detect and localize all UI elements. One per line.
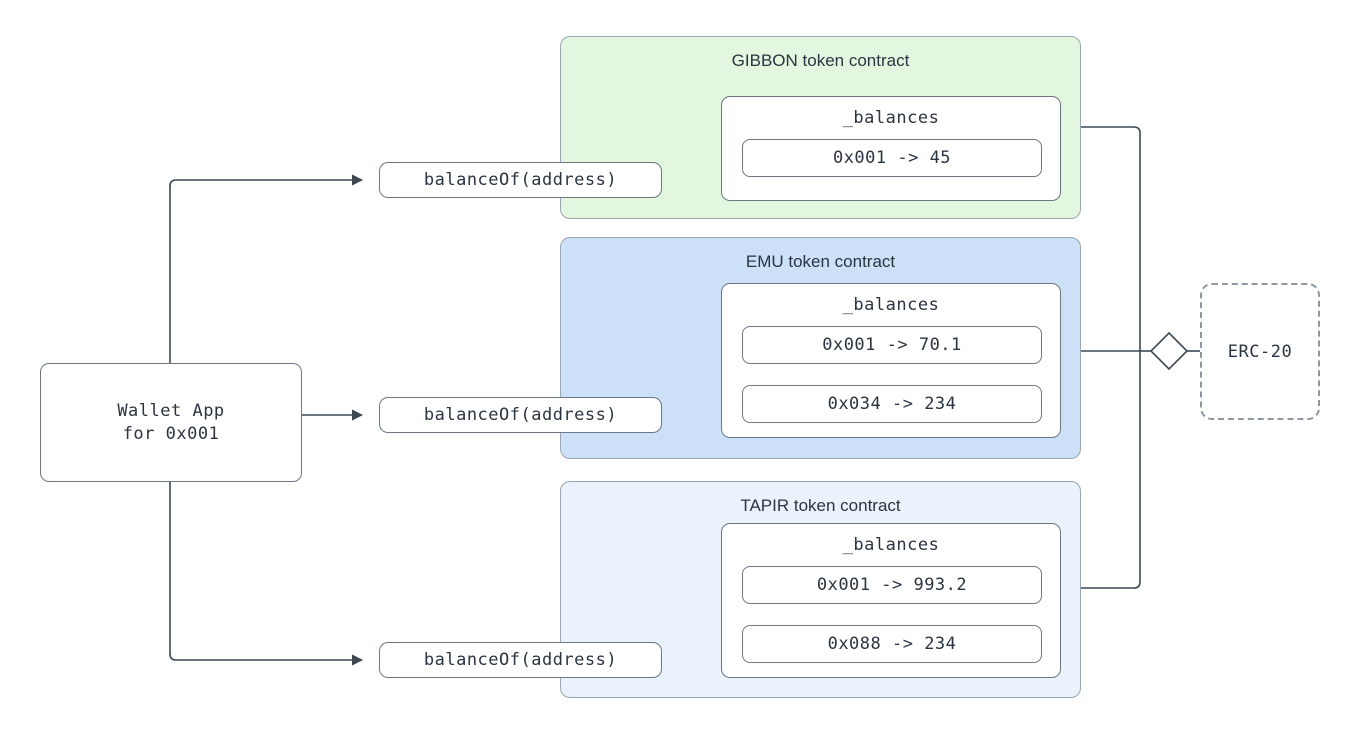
wire-gibbon-to-standard bbox=[1081, 126, 1141, 351]
contract-title-gibbon: GIBBON token contract bbox=[731, 51, 910, 70]
balance-entry[interactable]: 0x088 -> 234 bbox=[742, 625, 1042, 663]
erc20-standard-node[interactable]: ERC-20 bbox=[1200, 283, 1320, 420]
contract-title-tapir: TAPIR token contract bbox=[740, 496, 901, 515]
balances-mapping-gibbon[interactable]: _balances 0x001 -> 45 bbox=[721, 96, 1061, 201]
wallet-app-node[interactable]: Wallet App for 0x001 bbox=[40, 363, 302, 482]
balance-entry[interactable]: 0x034 -> 234 bbox=[742, 385, 1042, 423]
balances-label-gibbon: _balances bbox=[842, 108, 940, 128]
wire-tapir-to-standard bbox=[1081, 351, 1141, 589]
call-box-balanceof-emu[interactable]: balanceOf(address) bbox=[379, 397, 662, 433]
balance-entry[interactable]: 0x001 -> 993.2 bbox=[742, 566, 1042, 604]
wallet-app-line-2: for 0x001 bbox=[122, 423, 220, 444]
balance-entry[interactable]: 0x001 -> 45 bbox=[742, 139, 1042, 177]
balances-mapping-tapir[interactable]: _balances 0x001 -> 993.2 0x088 -> 234 bbox=[721, 523, 1061, 678]
balances-label-tapir: _balances bbox=[842, 535, 940, 555]
balance-entry[interactable]: 0x001 -> 70.1 bbox=[742, 326, 1042, 364]
contract-title-emu: EMU token contract bbox=[745, 252, 896, 271]
balances-mapping-emu[interactable]: _balances 0x001 -> 70.1 0x034 -> 234 bbox=[721, 283, 1061, 438]
diamond-icon bbox=[1149, 331, 1189, 371]
call-box-balanceof-gibbon[interactable]: balanceOf(address) bbox=[379, 162, 662, 198]
wire-wallet-to-call-3 bbox=[169, 482, 364, 666]
call-box-balanceof-tapir[interactable]: balanceOf(address) bbox=[379, 642, 662, 678]
wire-wallet-to-call-1 bbox=[169, 174, 364, 363]
wallet-app-line-1: Wallet App bbox=[117, 400, 225, 421]
balances-label-emu: _balances bbox=[842, 295, 940, 315]
contract-panel-gibbon[interactable]: GIBBON token contract _balances 0x001 ->… bbox=[560, 36, 1081, 219]
